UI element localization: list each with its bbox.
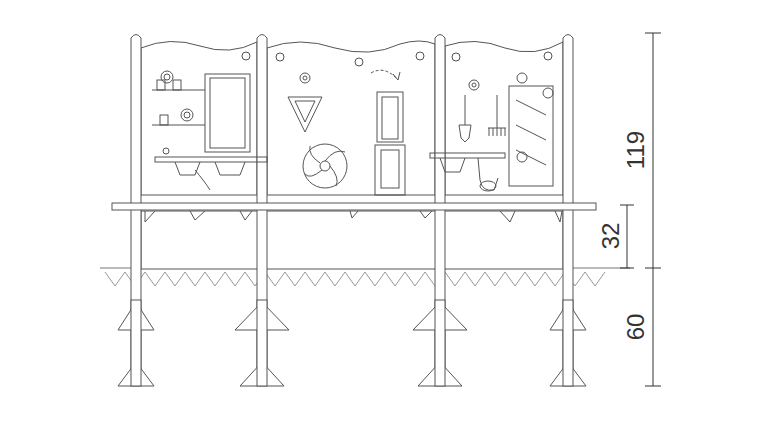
- footings: [118, 300, 586, 386]
- bolts: [242, 52, 552, 66]
- middle-panel-items: [288, 70, 405, 195]
- dimension-label: 119: [624, 131, 648, 169]
- right-panel-items: [430, 73, 553, 191]
- panel: [267, 41, 435, 195]
- dimension-lines: [620, 33, 661, 386]
- dimension-label: 32: [599, 223, 623, 250]
- ground-hatch: [105, 272, 605, 286]
- left-panel-items: [152, 71, 267, 190]
- dimension-label: 60: [624, 314, 648, 341]
- panel: [445, 41, 563, 195]
- brackets: [145, 211, 562, 222]
- lower-panel: [141, 211, 563, 269]
- table-board: [112, 203, 596, 210]
- panel: [141, 41, 257, 195]
